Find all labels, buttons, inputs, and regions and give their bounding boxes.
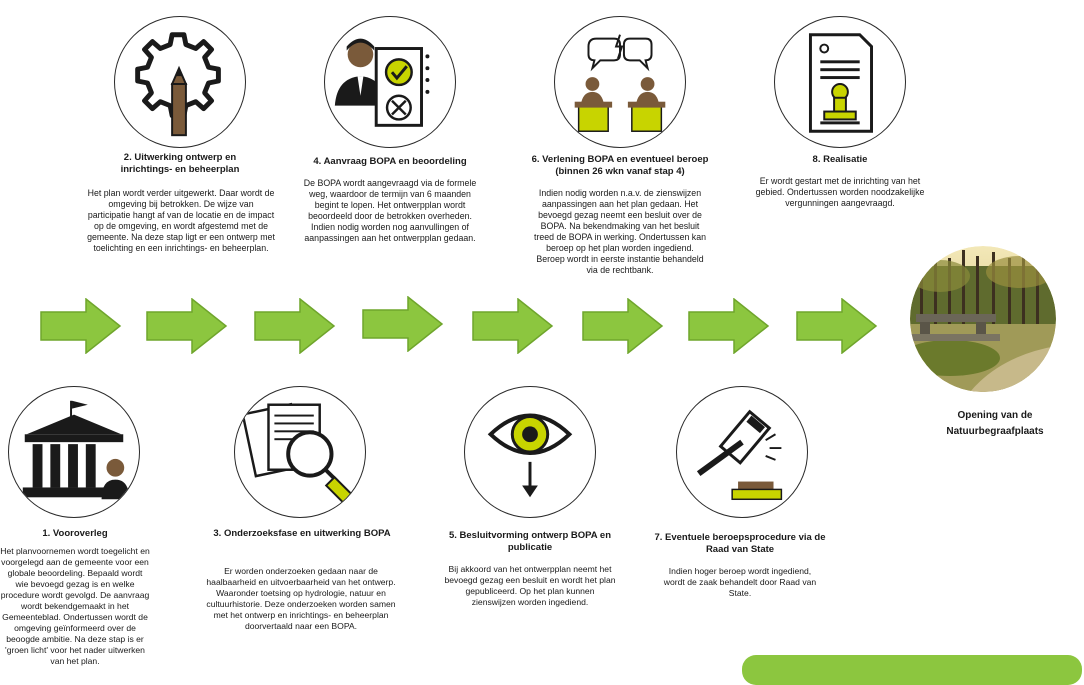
flow-arrow-6 <box>582 298 664 354</box>
step-1-title: 1. Vooroverleg <box>42 528 108 539</box>
flow-arrow-7 <box>688 298 770 354</box>
flow-arrow-5 <box>472 298 554 354</box>
final-photo-circle <box>910 246 1056 392</box>
step-3-title: 3. Onderzoeksfase en uitwerking BOPA <box>213 528 391 539</box>
flow-arrow-2 <box>146 298 228 354</box>
step-7-body: Indien hoger beroep wordt ingediend, wor… <box>663 566 817 598</box>
final-label: Opening van de Natuurbegraafplaats <box>946 410 1044 437</box>
government-building-icon <box>22 400 130 500</box>
step-5-icon-circle <box>464 386 596 518</box>
green-footer-bar <box>742 655 1082 685</box>
step-5-title: 5. Besluitvorming ontwerp BOPA en public… <box>448 530 612 553</box>
document-stamp-icon <box>808 33 873 133</box>
step-8-title: 8. Realisatie <box>812 154 868 165</box>
step-3-icon-circle <box>234 386 366 518</box>
gear-pencil-icon <box>135 32 221 137</box>
gavel-icon <box>696 409 783 501</box>
step-4-body: De BOPA wordt aangevraagd via de formele… <box>303 178 477 243</box>
step-3-body: Er worden onderzoeken gedaan naar de haa… <box>206 566 396 631</box>
step-2-body: Het plan wordt verder uitgewerkt. Daar w… <box>87 188 275 253</box>
flow-arrow-8 <box>796 298 878 354</box>
step-1-icon-circle <box>8 386 140 518</box>
step-8-icon-circle <box>774 16 906 148</box>
step-4-icon-circle <box>324 16 456 148</box>
flow-arrow-4 <box>362 296 444 352</box>
step-1-body: Het planvoornemen wordt toegelicht en vo… <box>0 546 150 666</box>
person-checklist-icon <box>334 38 430 127</box>
step-7-title: 7. Eventuele beroepsprocedure via de Raa… <box>654 532 826 555</box>
flow-arrow-3 <box>254 298 336 354</box>
step-2-icon-circle <box>114 16 246 148</box>
step-6-icon-circle <box>554 16 686 148</box>
magnifier-documents-icon <box>241 402 355 506</box>
step-4-title: 4. Aanvraag BOPA en beoordeling <box>313 156 467 167</box>
debate-podiums-icon <box>574 34 666 132</box>
step-5-body: Bij akkoord van het ontwerpplan neemt he… <box>444 564 616 607</box>
step-6-body: Indien nodig worden n.a.v. de zienswijze… <box>534 188 706 275</box>
step-8-body: Er wordt gestart met de inrichting van h… <box>755 176 925 208</box>
step-2-title: 2. Uitwerking ontwerp en inrichtings- en… <box>120 152 240 175</box>
step-7-icon-circle <box>676 386 808 518</box>
forest-bench-photo <box>910 246 1056 392</box>
flow-arrow-1 <box>40 298 122 354</box>
step-6-title: 6. Verlening BOPA en eventueel beroep (b… <box>531 154 709 177</box>
eye-arrow-icon <box>487 413 573 498</box>
